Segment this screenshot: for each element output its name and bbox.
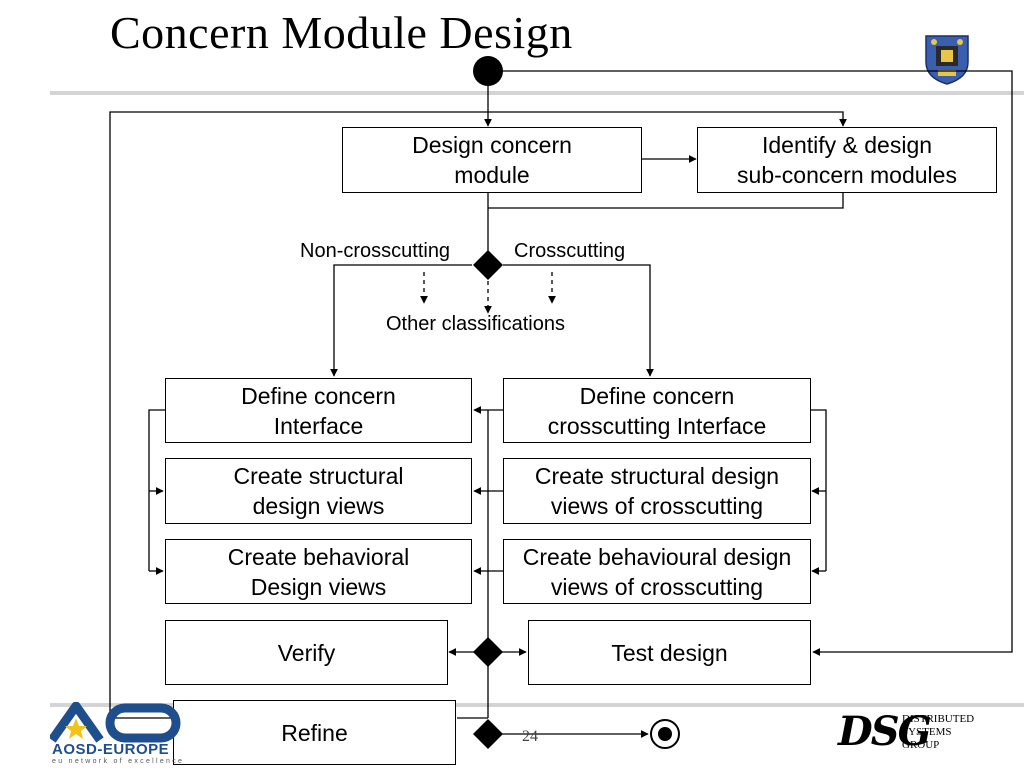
arrow-start-to-test: [502, 70, 1013, 656]
page-number: 24: [522, 728, 538, 745]
label-non-crosscutting: Non-crosscutting: [300, 240, 451, 262]
decision-classify: [473, 250, 503, 280]
aosd-name: AOSD-EUROPE: [52, 741, 170, 758]
structural-views-crosscutting-box: Create structural design views of crossc…: [503, 458, 811, 524]
label-crosscutting: Crosscutting: [514, 240, 626, 262]
test-design-box: Test design: [528, 620, 811, 685]
decision-verify: [473, 637, 503, 667]
university-crest-icon: [925, 35, 969, 85]
define-interface-box: Define concern Interface: [165, 378, 472, 443]
line-identify-return: [488, 193, 844, 209]
bottom-rule: [50, 703, 1024, 707]
identify-subconcern-box: Identify & design sub-concern modules: [697, 127, 997, 193]
arrow-refine-loop: [109, 111, 847, 719]
right-bracket: [810, 409, 827, 571]
top-rule: [50, 91, 1024, 95]
behavioural-views-crosscutting-box: Create behavioural design views of cross…: [503, 539, 811, 604]
structural-views-box: Create structural design views: [165, 458, 472, 524]
dsg-logo-mark: DSG: [838, 708, 932, 755]
arrow-crosscutting: [503, 264, 654, 377]
decision-refine: [473, 719, 503, 749]
left-bracket: [148, 409, 165, 571]
end-node-inner: [658, 727, 672, 741]
start-node: [473, 56, 503, 86]
verify-box: Verify: [165, 620, 448, 685]
refine-box: Refine: [173, 700, 456, 765]
arrow-noncrosscutting: [330, 264, 472, 377]
aosd-tagline: eu network of excellence: [52, 758, 185, 765]
dsg-logo-text: DISTRIBUTED SYSTEMS GROUP: [902, 713, 975, 751]
define-crosscutting-interface-box: Define concern crosscutting Interface: [503, 378, 811, 443]
aosd-logo-icon: [50, 702, 181, 743]
slide-title: Concern Module Design: [110, 7, 573, 58]
label-other-classifications: Other classifications: [386, 313, 565, 335]
design-concern-module-box: Design concern module: [342, 127, 642, 193]
behavioral-views-box: Create behavioral Design views: [165, 539, 472, 604]
